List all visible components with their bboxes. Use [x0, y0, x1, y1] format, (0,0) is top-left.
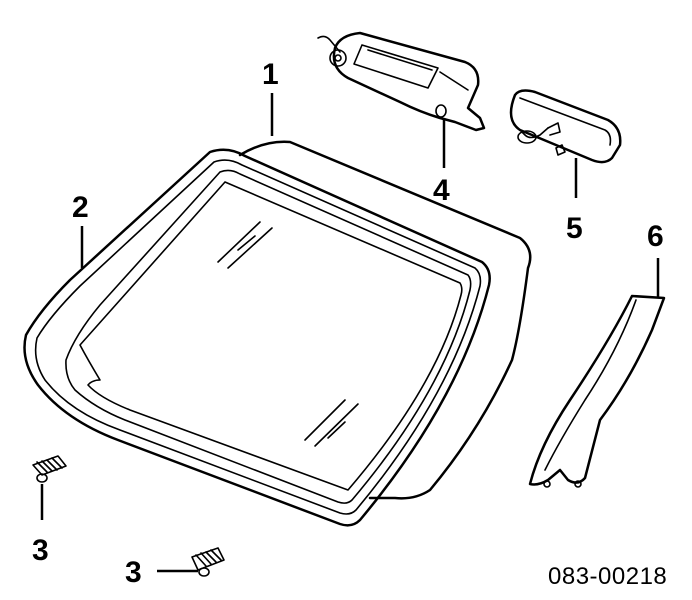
sun-visor — [317, 31, 486, 132]
diagram-code: 083-00218 — [548, 563, 667, 590]
callout-2: 2 — [72, 191, 89, 224]
molding-clip-left — [32, 455, 67, 483]
callout-3-bottom: 3 — [125, 556, 142, 589]
callout-5: 5 — [566, 212, 583, 245]
molding-clip-bottom — [191, 547, 225, 577]
callout-1: 1 — [262, 58, 279, 91]
pillar-garnish — [528, 294, 666, 488]
callout-3-left: 3 — [32, 534, 49, 567]
windshield-glass — [23, 148, 491, 527]
callout-6: 6 — [647, 220, 664, 253]
callout-4: 4 — [433, 174, 450, 207]
windshield-backing-panel — [238, 140, 532, 500]
rear-view-mirror — [509, 89, 622, 164]
